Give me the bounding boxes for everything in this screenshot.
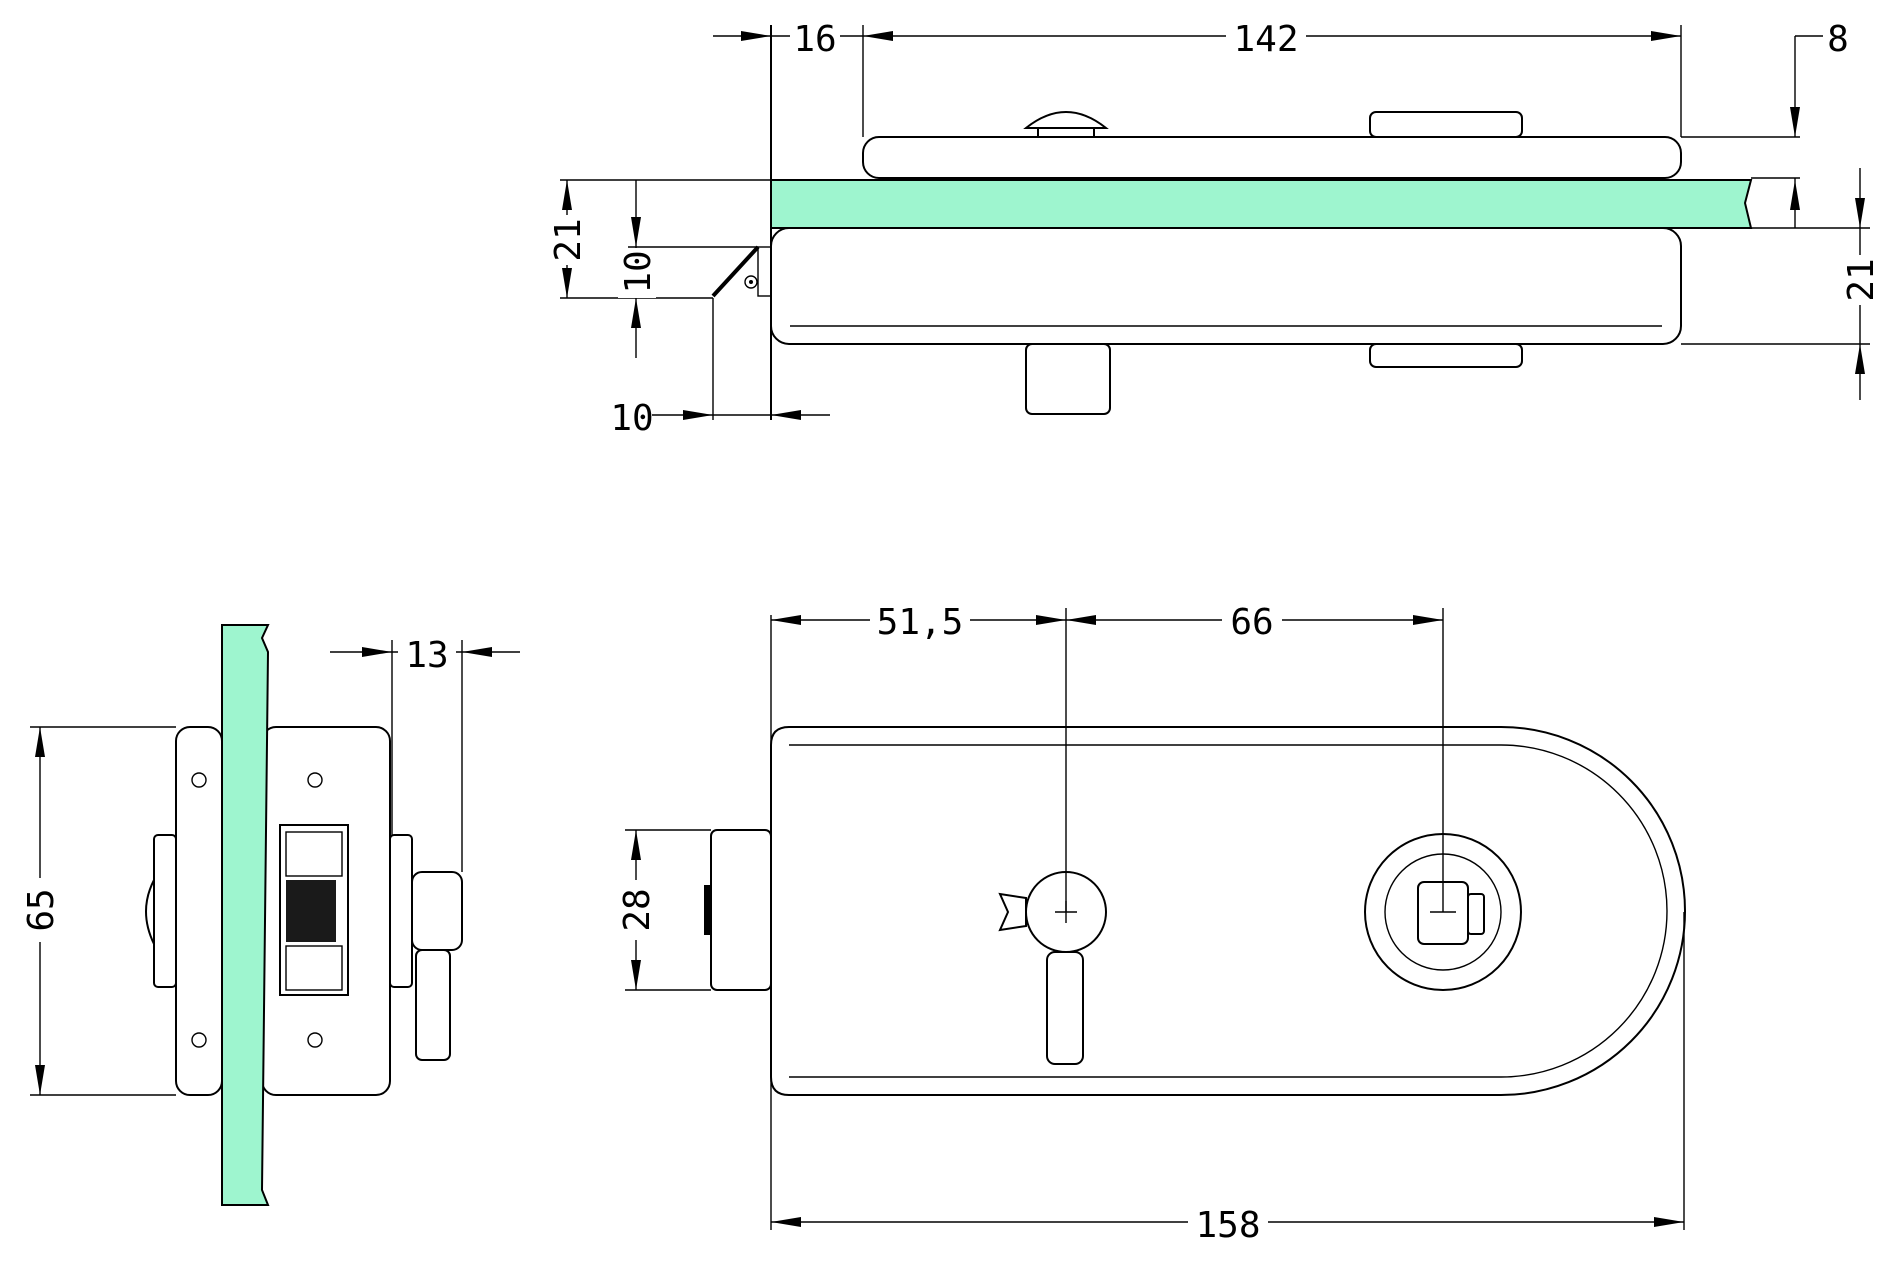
front-knob-tab xyxy=(998,892,1027,932)
side-lever xyxy=(415,949,451,1061)
dim-10v-label: 10 xyxy=(618,250,659,293)
dim-158-bg xyxy=(1188,1203,1268,1241)
dim-21r-arrow-top xyxy=(1855,198,1865,228)
dim-28-arrow-top xyxy=(631,830,641,860)
dim-142-label: 142 xyxy=(1233,19,1298,60)
dim-28-label: 28 xyxy=(617,888,658,931)
bevel-block xyxy=(757,246,772,297)
front-cylinder-tab xyxy=(1467,893,1485,935)
dim-8-arrow-top xyxy=(1790,107,1800,137)
top-pad xyxy=(1369,111,1523,138)
top-glass-pane xyxy=(770,179,1753,229)
dim-142-arrow-l xyxy=(863,31,893,41)
dim-66-bg xyxy=(1222,600,1282,638)
side-left-cover xyxy=(153,834,177,988)
front-bolt xyxy=(710,829,772,991)
side-glass-pane xyxy=(221,624,270,1206)
dim-21l-arrow-top xyxy=(562,180,572,210)
dim-28-arrow-bot xyxy=(631,960,641,990)
dim-515-arrow-l xyxy=(771,615,801,625)
dim-10v-bg xyxy=(618,248,656,298)
dim-65-arrow-top xyxy=(35,727,45,757)
dim-10h-label: 10 xyxy=(610,398,653,439)
top-bolt xyxy=(1025,343,1111,415)
dim-66-label: 66 xyxy=(1230,602,1273,643)
dim-66-arrow-r xyxy=(1413,615,1443,625)
side-right-cover xyxy=(389,834,413,988)
dim-13-bg xyxy=(398,633,456,671)
dim-8-arrow-bot xyxy=(1790,180,1800,210)
dim-21l-arrow-bot xyxy=(562,268,572,298)
side-screw-icon xyxy=(191,772,207,788)
dim-16-bg xyxy=(790,18,840,56)
side-left-knob xyxy=(145,879,155,945)
dim-13-arrow-r xyxy=(462,647,492,657)
dim-158-label: 158 xyxy=(1195,1205,1260,1246)
dim-515-label: 51,5 xyxy=(877,602,964,643)
dim-16-arrow-l xyxy=(741,31,771,41)
front-lock-body xyxy=(770,726,1686,1096)
dim-65-bg xyxy=(20,878,60,942)
dim-13-label: 13 xyxy=(405,635,448,676)
dim-10h-arrow-l xyxy=(683,410,713,420)
dim-515-bg xyxy=(870,600,970,638)
screw-head xyxy=(1023,111,1109,129)
dim-13-arrow-l xyxy=(362,647,392,657)
side-strike-lower xyxy=(285,945,343,991)
side-screw-icon xyxy=(307,772,323,788)
side-right-knob xyxy=(411,871,463,951)
side-strike-upper xyxy=(285,831,343,877)
dim-21r-arrow-bot xyxy=(1855,344,1865,374)
bevel-pin-center xyxy=(749,280,753,284)
front-body-inner-edge xyxy=(789,744,1668,1078)
dim-10v-arrow-top xyxy=(631,217,641,247)
bevel-latch xyxy=(711,245,760,298)
dim-142-bg xyxy=(1226,18,1306,56)
side-screw-icon xyxy=(307,1032,323,1048)
side-strike-bolt xyxy=(286,880,336,942)
front-lever xyxy=(1046,951,1084,1065)
bevel-pin-icon xyxy=(744,275,758,289)
dim-8-label: 8 xyxy=(1827,19,1849,60)
bottom-pad xyxy=(1369,343,1523,368)
dim-158-arrow-r xyxy=(1654,1217,1684,1227)
dim-10h-bg xyxy=(612,396,652,434)
dim-10v-arrow-bot xyxy=(631,298,641,328)
side-screw-icon xyxy=(191,1032,207,1048)
front-bolt-tip xyxy=(704,885,711,935)
dim-66-arrow-l xyxy=(1066,615,1096,625)
dim-21l-label: 21 xyxy=(548,218,589,261)
side-left-plate xyxy=(175,726,223,1096)
side-view: 13 65 xyxy=(20,624,520,1206)
dim-16-label: 16 xyxy=(793,19,836,60)
front-view: 51,5 66 158 28 xyxy=(617,600,1686,1246)
dim-21r-bg xyxy=(1841,255,1881,305)
dim-65-arrow-bot xyxy=(35,1065,45,1095)
dim-158-arrow-l xyxy=(771,1217,801,1227)
screw-shank xyxy=(1037,127,1095,138)
dim-10h-arrow-r xyxy=(771,410,801,420)
dim-515-arrow-r xyxy=(1036,615,1066,625)
dim-28-bg xyxy=(617,880,657,940)
top-view: 16 142 8 21 21 10 xyxy=(548,18,1882,439)
dim-21r-label: 21 xyxy=(1841,258,1882,301)
dim-142-arrow-r xyxy=(1651,31,1681,41)
dim-65-label: 65 xyxy=(21,888,62,931)
top-clamp-plate xyxy=(862,136,1682,179)
dim-21l-bg xyxy=(548,215,588,265)
